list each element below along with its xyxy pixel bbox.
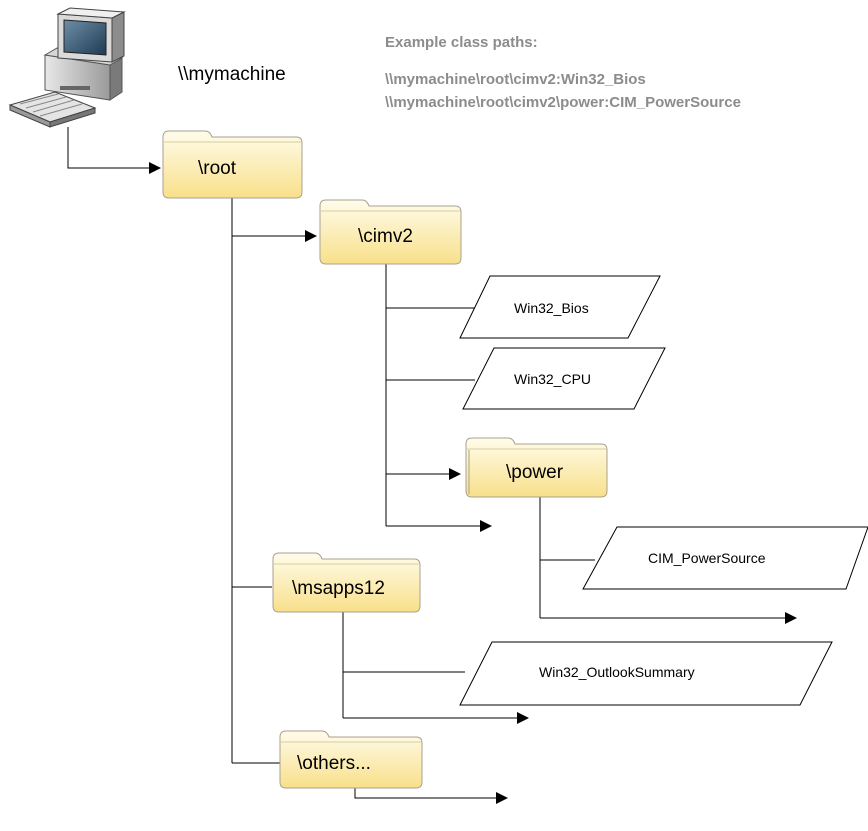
namespace-label-root: \root — [198, 158, 237, 179]
namespace-label-cimv2: \cimv2 — [358, 226, 413, 247]
class-node-cim-powersource[interactable]: CIM_PowerSource — [582, 526, 868, 590]
example-heading: Example class paths: — [385, 34, 538, 51]
class-label-cim-powersource: CIM_PowerSource — [648, 550, 766, 566]
namespace-label-power: \power — [506, 462, 564, 483]
tree-connectors — [67, 127, 797, 804]
computer-icon — [8, 7, 126, 128]
example-path-1: \\mymachine\root\cimv2:Win32_Bios — [385, 71, 646, 88]
namespace-folder-cimv2[interactable]: \cimv2 — [319, 199, 462, 265]
namespace-label-others: \others... — [297, 753, 371, 774]
namespace-folder-root[interactable]: \root — [162, 130, 303, 199]
class-label-win32-bios: Win32_Bios — [514, 300, 589, 316]
namespace-folder-others[interactable]: \others... — [279, 730, 423, 789]
example-path-2: \\mymachine\root\cimv2\power:CIM_PowerSo… — [385, 94, 741, 111]
class-label-win32-cpu: Win32_CPU — [514, 371, 591, 387]
class-node-win32-cpu[interactable]: Win32_CPU — [462, 347, 666, 410]
class-node-win32-bios[interactable]: Win32_Bios — [459, 275, 661, 339]
namespace-label-msapps12: \msapps12 — [292, 578, 385, 599]
class-node-win32-outlooksummary[interactable]: Win32_OutlookSummary — [459, 641, 833, 706]
namespace-folder-power[interactable]: \power — [465, 437, 608, 498]
example-paths: Example class paths: \\mymachine\root\ci… — [385, 34, 741, 111]
class-label-win32-outlooksummary: Win32_OutlookSummary — [539, 664, 695, 680]
namespace-folder-msapps12[interactable]: \msapps12 — [272, 552, 421, 613]
machine-label: \\mymachine — [178, 64, 286, 85]
